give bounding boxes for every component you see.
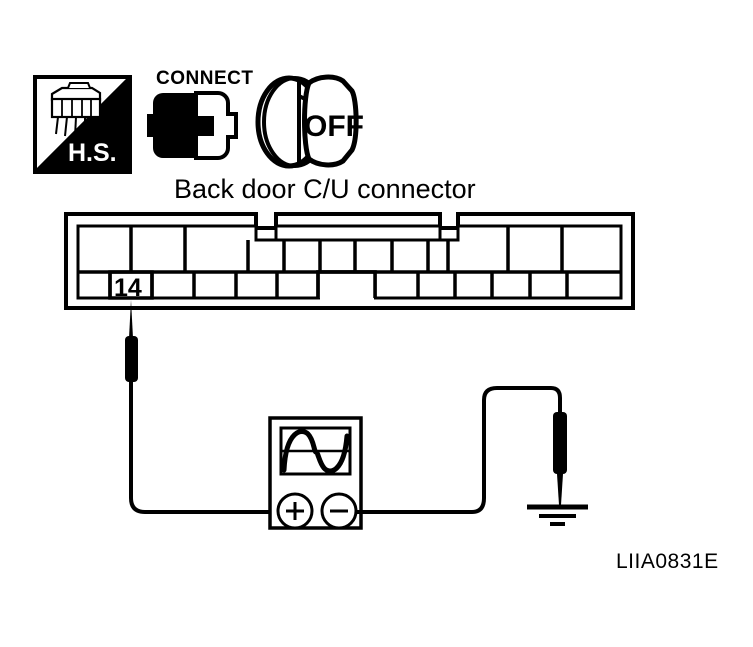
ignition-off-icon-label: OFF — [304, 110, 364, 143]
connector-pin-14-cell — [108, 270, 154, 300]
positive-test-lead — [125, 300, 288, 514]
figure-code: LIIA0831E — [616, 550, 719, 573]
connector-bottom-notch-edge — [316, 270, 377, 298]
oscilloscope-positive-terminal[interactable] — [276, 492, 314, 530]
connector-title: Back door C/U connector — [174, 174, 476, 204]
connector-pin-14-label: 14 — [114, 274, 142, 302]
hs-connector-glyph — [50, 82, 102, 138]
connector-diagram: 14 — [64, 212, 635, 310]
connect-icon-label: CONNECT — [156, 68, 253, 89]
oscilloscope-negative-terminal[interactable] — [320, 492, 358, 530]
ignition-off-icon: OFF — [255, 74, 364, 169]
connector-bottom-notch-fill — [320, 274, 374, 300]
connector-bottom-row-dividers — [108, 272, 569, 298]
negative-test-lead — [356, 386, 567, 514]
oscilloscope-waveform — [281, 429, 350, 474]
chassis-ground — [527, 504, 588, 526]
hs-icon-label: H.S. — [68, 139, 117, 167]
hs-icon: H.S. — [33, 75, 132, 174]
probe-wire-negative-drop — [550, 386, 562, 414]
probe-tip-negative — [557, 474, 563, 505]
connector-top-row-dividers — [129, 226, 564, 272]
probe-body-positive — [125, 336, 138, 382]
connect-icon-right-half — [194, 91, 238, 160]
connect-icon: CONNECT — [147, 68, 253, 160]
oscilloscope — [268, 416, 363, 530]
probe-wire-positive — [129, 382, 288, 514]
probe-wire-negative — [356, 386, 551, 514]
probe-body-negative — [553, 412, 567, 474]
probe-tip-positive — [129, 300, 133, 338]
